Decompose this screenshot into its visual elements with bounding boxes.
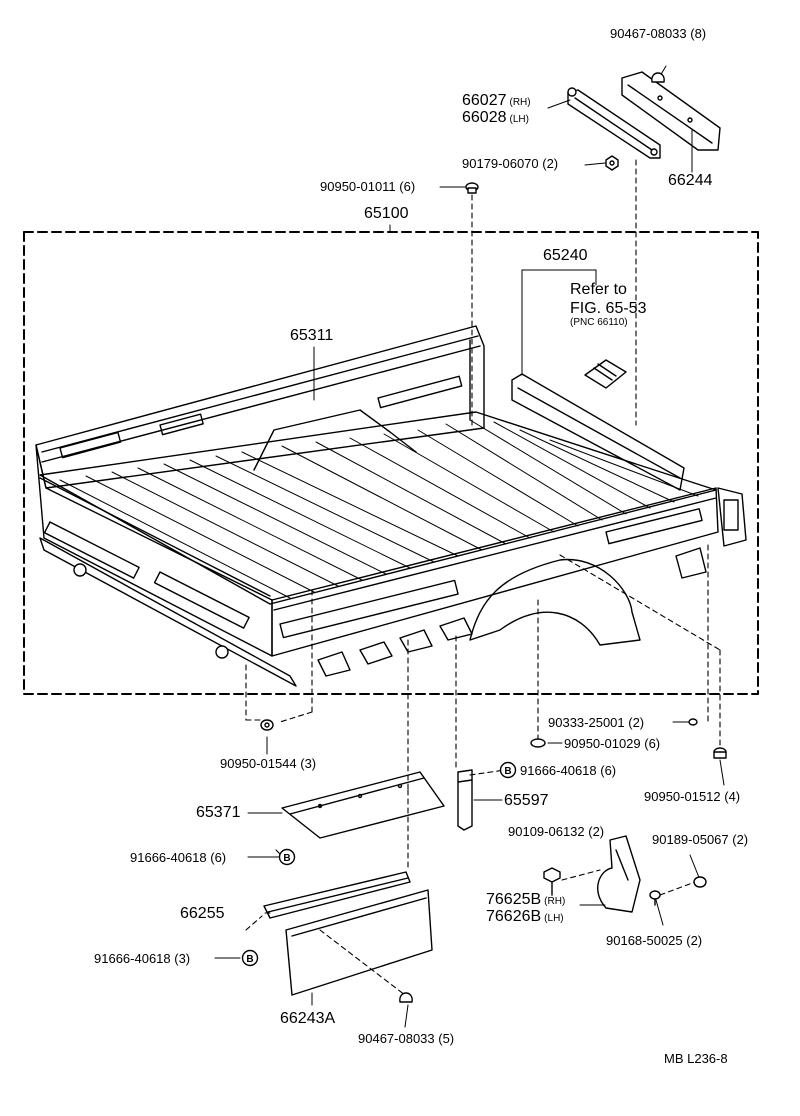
part-label-90168-50025: 90168-50025 (2) xyxy=(606,933,703,948)
pin-90333 xyxy=(688,718,698,726)
part-label-66243A: 66243A xyxy=(280,1010,336,1027)
part-label-65100: 65100 xyxy=(364,205,409,222)
bolt-symbol-circles xyxy=(241,761,517,967)
part-label-90333-25001: 90333-25001 (2) xyxy=(548,715,645,730)
reference-note-line2: FIG. 65-53 xyxy=(570,300,647,317)
side-rh-66027: (RH) xyxy=(509,97,531,108)
mudguard-76625B-76626B xyxy=(597,835,641,913)
part-label-66027-66028: 66027(RH) 66028(LH) xyxy=(462,93,531,126)
grommet-90950-01011 xyxy=(465,182,479,194)
part-label-91666-40618-c: 91666-40618 (3) xyxy=(94,951,191,966)
part-label-65311: 65311 xyxy=(290,327,334,344)
washer-90168 xyxy=(649,890,661,906)
side-lh-66028: (LH) xyxy=(509,114,529,125)
floor-ribs xyxy=(59,419,699,599)
grommet-90950-01029 xyxy=(530,738,546,748)
bolt-symbol-letters: B B B xyxy=(246,766,511,965)
part-number-76626B: 76626B xyxy=(486,908,542,925)
bracket-66027-66028 xyxy=(567,87,661,159)
part-label-65597: 65597 xyxy=(504,792,549,809)
plate-65371 xyxy=(281,771,445,839)
bracket-fig-65-53 xyxy=(584,359,627,389)
nut-90179 xyxy=(605,155,619,171)
part-label-66244: 66244 xyxy=(668,172,713,189)
side-lh-76626B: (LH) xyxy=(544,913,564,924)
part-number-66028: 66028 xyxy=(462,109,507,126)
part-label-90950-01029: 90950-01029 (6) xyxy=(564,736,661,751)
bolt-symbol-label-c: B xyxy=(246,954,253,965)
part-label-90467-08033-top: 90467-08033 (8) xyxy=(610,26,707,41)
part-label-90950-01512: 90950-01512 (4) xyxy=(644,789,741,804)
part-label-90950-01544: 90950-01544 (3) xyxy=(220,756,317,771)
grommet-90950-01544 xyxy=(260,719,274,731)
part-number-66027: 66027 xyxy=(462,92,507,109)
reference-note: Refer to FIG. 65-53 (PNC 66110) xyxy=(570,282,646,328)
part-label-90189-05067: 90189-05067 (2) xyxy=(652,832,749,847)
clip-90467-top xyxy=(651,72,665,83)
reference-note-line3: (PNC 66110) xyxy=(570,317,628,328)
truck-bed-65100 xyxy=(35,325,747,687)
reference-note-line1: Refer to xyxy=(570,281,627,298)
bolt-symbol-label-b: B xyxy=(283,853,290,864)
rail-66255 xyxy=(263,871,411,919)
bolt-90109 xyxy=(543,867,561,896)
plate-66244 xyxy=(621,71,721,151)
part-label-65240: 65240 xyxy=(543,247,588,264)
nut-90189 xyxy=(693,876,707,888)
part-label-76625B-76626B: 76625B(RH) 76626B(LH) xyxy=(486,892,565,925)
part-label-91666-40618-b: 91666-40618 (6) xyxy=(130,850,227,865)
panel-66243A xyxy=(285,889,433,996)
bolt-symbol-label-a: B xyxy=(504,766,511,777)
side-rh-76625B: (RH) xyxy=(544,896,566,907)
grommet-90950-01512 xyxy=(713,747,727,759)
bracket-65597 xyxy=(457,769,473,831)
part-label-65371: 65371 xyxy=(196,804,241,821)
part-label-90109-06132: 90109-06132 (2) xyxy=(508,824,605,839)
part-label-90950-01011: 90950-01011 (6) xyxy=(320,179,416,194)
dashed-leader-lines xyxy=(245,159,721,996)
clip-90467-bottom xyxy=(399,992,413,1003)
part-label-90467-08033-bottom: 90467-08033 (5) xyxy=(358,1031,455,1046)
part-number-76625B: 76625B xyxy=(486,891,542,908)
part-label-66255: 66255 xyxy=(180,905,225,922)
part-label-91666-40618-a: 91666-40618 (6) xyxy=(520,763,617,778)
assembly-boundary-box xyxy=(23,231,759,695)
part-label-90179-06070: 90179-06070 (2) xyxy=(462,156,559,171)
diagram-code: MB L236-8 xyxy=(664,1051,728,1066)
solid-leader-lines xyxy=(214,65,725,1028)
